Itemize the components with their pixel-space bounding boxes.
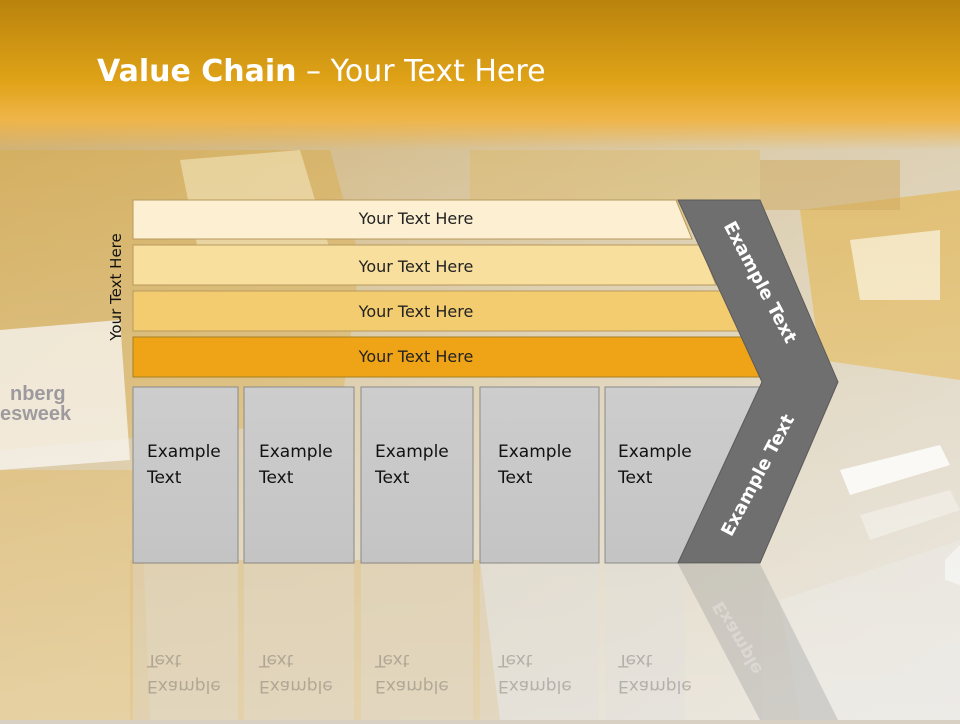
box-5-text: Example Text <box>618 439 692 491</box>
bar-4-label: Your Text Here <box>358 347 474 366</box>
title-rest: – Your Text Here <box>296 54 546 89</box>
bar-1-label: Your Text Here <box>358 209 474 228</box>
bar-3-label: Your Text Here <box>358 302 474 321</box>
bar-2-label: Your Text Here <box>358 257 474 276</box>
svg-text:Text: Text <box>374 650 410 670</box>
box-2-line1: Example <box>259 442 333 462</box>
box-2 <box>243 386 355 564</box>
svg-text:Example: Example <box>147 676 221 696</box>
box-4 <box>479 386 600 564</box>
box-3-line2: Text <box>375 468 410 488</box>
svg-text:Example: Example <box>375 676 449 696</box>
svg-text:Example: Example <box>498 676 572 696</box>
box-4-line2: Text <box>498 468 533 488</box>
box-3 <box>360 386 474 564</box>
box-1 <box>132 386 239 564</box>
svg-text:Text: Text <box>146 650 182 670</box>
box-4-text: Example Text <box>498 439 572 491</box>
box-3-text: Example Text <box>375 439 449 491</box>
svg-text:Text: Text <box>497 650 533 670</box>
box-1-line2: Text <box>147 468 182 488</box>
box-3-line1: Example <box>375 442 449 462</box>
diagram-reflection <box>133 564 838 720</box>
page-title: Value Chain – Your Text Here <box>97 54 546 89</box>
svg-text:Text: Text <box>258 650 294 670</box>
box-2-text: Example Text <box>259 439 333 491</box>
box-1-line1: Example <box>147 442 221 462</box>
chevron-arrow <box>677 199 839 564</box>
header-band <box>0 0 960 150</box>
bar-1 <box>132 199 693 240</box>
title-bold: Value Chain <box>97 54 297 89</box>
bar-2 <box>132 244 717 286</box>
box-5-line2: Text <box>618 468 653 488</box>
box-5-line1: Example <box>618 442 692 462</box>
box-1-text: Example Text <box>147 439 221 491</box>
svg-text:Text: Text <box>617 650 653 670</box>
box-2-line2: Text <box>259 468 294 488</box>
box-4-line1: Example <box>498 442 572 462</box>
svg-text:Example: Example <box>618 676 692 696</box>
svg-text:Example: Example <box>259 676 333 696</box>
